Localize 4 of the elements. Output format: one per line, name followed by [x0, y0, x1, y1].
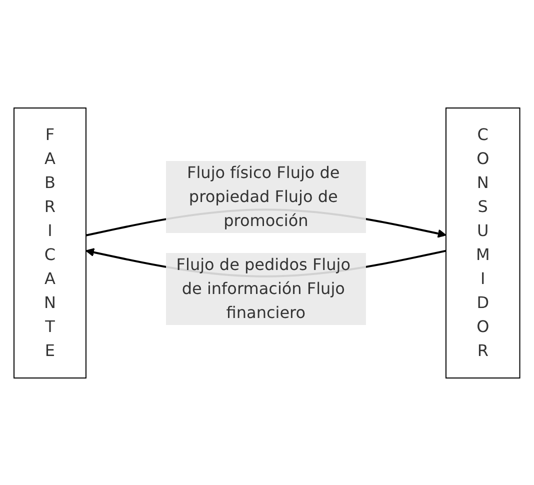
node-box: CONSUMIDOR [446, 107, 520, 378]
edge-label: Flujo de pedidos Flujo de información Flujo financiero [176, 254, 351, 322]
edge-label: Flujo físico Flujo de propiedad Flujo de promoción [187, 162, 340, 230]
node-box: FABRICANTE [14, 107, 87, 378]
